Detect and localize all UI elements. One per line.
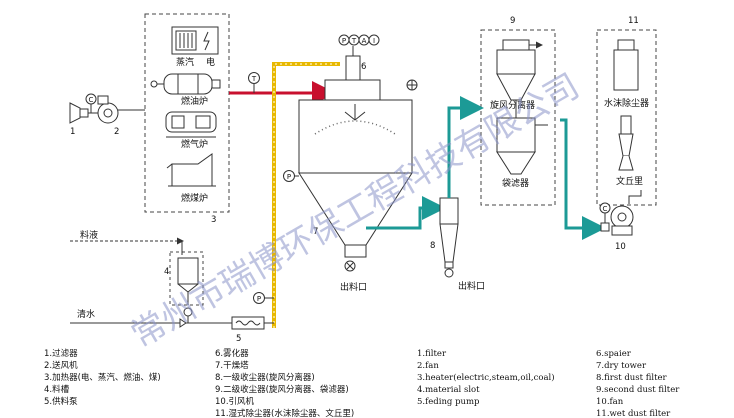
top-instruments: P T A I (338, 34, 380, 46)
svg-text:P: P (342, 37, 346, 45)
svg-text:I: I (373, 37, 375, 45)
c-instrument-icon: C (603, 205, 608, 213)
svg-text:11.wet dust filter: 11.wet dust filter (596, 409, 671, 418)
svg-text:T: T (251, 75, 257, 83)
ground-symbol-icon (406, 79, 418, 91)
legend-en-right: 6.spaier 7.dry tower 8.first dust filter… (596, 349, 680, 418)
svg-text:P: P (287, 173, 291, 181)
outlet-tower-label: 出料口 (340, 281, 367, 293)
cyclone-separator-label: 旋风分离器 (490, 99, 535, 111)
svg-text:5.供料泵: 5.供料泵 (44, 396, 78, 407)
gas-furnace-icon (165, 111, 217, 138)
svg-text:T: T (351, 37, 357, 45)
svg-text:9.二级收尘器(旋风分离器、袋滤器): 9.二级收尘器(旋风分离器、袋滤器) (215, 384, 349, 395)
steam-label: 蒸汽 (176, 56, 194, 68)
svg-text:10.fan: 10.fan (596, 397, 624, 407)
svg-text:5.feding pump: 5.feding pump (417, 397, 480, 407)
svg-text:3.加热器(电、蒸汽、燃油、煤): 3.加热器(电、蒸汽、燃油、煤) (44, 372, 161, 383)
svg-text:6.spaier: 6.spaier (596, 349, 632, 359)
svg-text:10.引风机: 10.引风机 (215, 396, 255, 407)
t-instrument-icon: T (248, 72, 260, 93)
i-instrument-icon (368, 34, 380, 46)
dry-tower-equipment (298, 79, 413, 272)
bag-filter-label: 袋滤器 (502, 177, 529, 189)
water-mist-collector-label: 水沫除尘器 (604, 97, 649, 109)
svg-text:2.送风机: 2.送风机 (44, 360, 78, 371)
c-instrument-icon: C (85, 93, 97, 113)
label-number-2: 2 (114, 127, 119, 137)
svg-text:P: P (257, 295, 261, 303)
legend-cn-right: 6.雾化器 7.干燥塔 8.一级收尘器(旋风分离器) 9.二级收尘器(旋风分离器… (215, 348, 354, 418)
material-slot-equipment (177, 241, 199, 317)
svg-text:1.filter: 1.filter (417, 349, 447, 359)
blower-fan-icon (97, 95, 145, 124)
coal-furnace-icon (166, 153, 216, 187)
label-number-11: 11 (628, 16, 639, 26)
coal-furnace-label: 燃煤炉 (181, 192, 208, 204)
water-mist-collector-equipment (613, 39, 639, 91)
legend-cn-left: 1.过滤器 2.送风机 3.加热器(电、蒸汽、燃油、煤) 4.料槽 5.供料泵 (44, 348, 161, 407)
oil-furnace-label: 燃油炉 (181, 95, 208, 107)
bag-filter-equipment (496, 100, 548, 175)
label-number-7: 7 (313, 227, 318, 237)
feeding-pump-equipment (179, 316, 274, 330)
clean-water-label: 清水 (77, 308, 95, 320)
svg-text:8.first dust filter: 8.first dust filter (596, 373, 668, 383)
svg-text:8.一级收尘器(旋风分离器): 8.一级收尘器(旋风分离器) (215, 372, 315, 383)
svg-text:6.雾化器: 6.雾化器 (215, 348, 249, 359)
gas-furnace-label: 燃气炉 (181, 138, 208, 150)
heater-group-box (144, 13, 230, 213)
cyclone-separator-equipment (496, 39, 543, 101)
label-number-10: 10 (615, 242, 626, 252)
feed-pipe (272, 62, 340, 328)
legend-en-left: 1.filter 2.fan 3.heater(electric,steam,o… (417, 349, 555, 407)
material-slot-box (169, 251, 204, 306)
p-instrument-icon: P (283, 170, 299, 182)
label-number-9: 9 (510, 16, 515, 26)
svg-text:2.fan: 2.fan (417, 361, 439, 371)
sprayer-equipment (345, 46, 361, 81)
svg-text:4.料槽: 4.料槽 (44, 384, 70, 395)
liquid-feed-label: 料液 (80, 229, 98, 241)
label-number-6: 6 (361, 62, 366, 72)
label-number-3: 3 (211, 215, 216, 225)
steam-electric-heater-icon (171, 26, 219, 55)
outlet-cyclone-label: 出料口 (458, 280, 485, 292)
second-dust-filter-box (480, 29, 556, 206)
electric-label: 电 (206, 56, 215, 68)
label-number-8: 8 (430, 241, 435, 251)
svg-text:11.湿式除尘器(水沫除尘器、文丘里): 11.湿式除尘器(水沫除尘器、文丘里) (215, 408, 354, 418)
label-number-4: 4 (164, 267, 169, 277)
label-number-1: 1 (70, 127, 75, 137)
first-cyclone-equipment (439, 197, 459, 278)
svg-text:7.干燥塔: 7.干燥塔 (215, 360, 249, 371)
filter-equipment (69, 102, 98, 124)
svg-text:C: C (89, 96, 94, 104)
induced-fan-icon: C (599, 190, 642, 236)
svg-text:4.material slot: 4.material slot (417, 385, 480, 395)
svg-text:7.dry tower: 7.dry tower (596, 361, 647, 371)
wet-dust-filter-box (596, 29, 657, 206)
exhaust-pipe-2 (447, 96, 484, 198)
svg-text:3.heater(electric,steam,oil,co: 3.heater(electric,steam,oil,coal) (417, 372, 555, 383)
exhaust-pipe-1 (366, 196, 446, 230)
venturi-equipment (618, 115, 634, 171)
exhaust-pipe-3 (560, 118, 606, 240)
svg-text:1.过滤器: 1.过滤器 (44, 348, 78, 359)
venturi-label: 文丘里 (616, 175, 643, 187)
svg-text:A: A (362, 37, 367, 45)
label-number-5: 5 (236, 334, 241, 344)
p-instrument-icon: P (253, 292, 274, 304)
svg-text:9.second dust filter: 9.second dust filter (596, 385, 680, 395)
oil-furnace-icon (150, 73, 221, 95)
